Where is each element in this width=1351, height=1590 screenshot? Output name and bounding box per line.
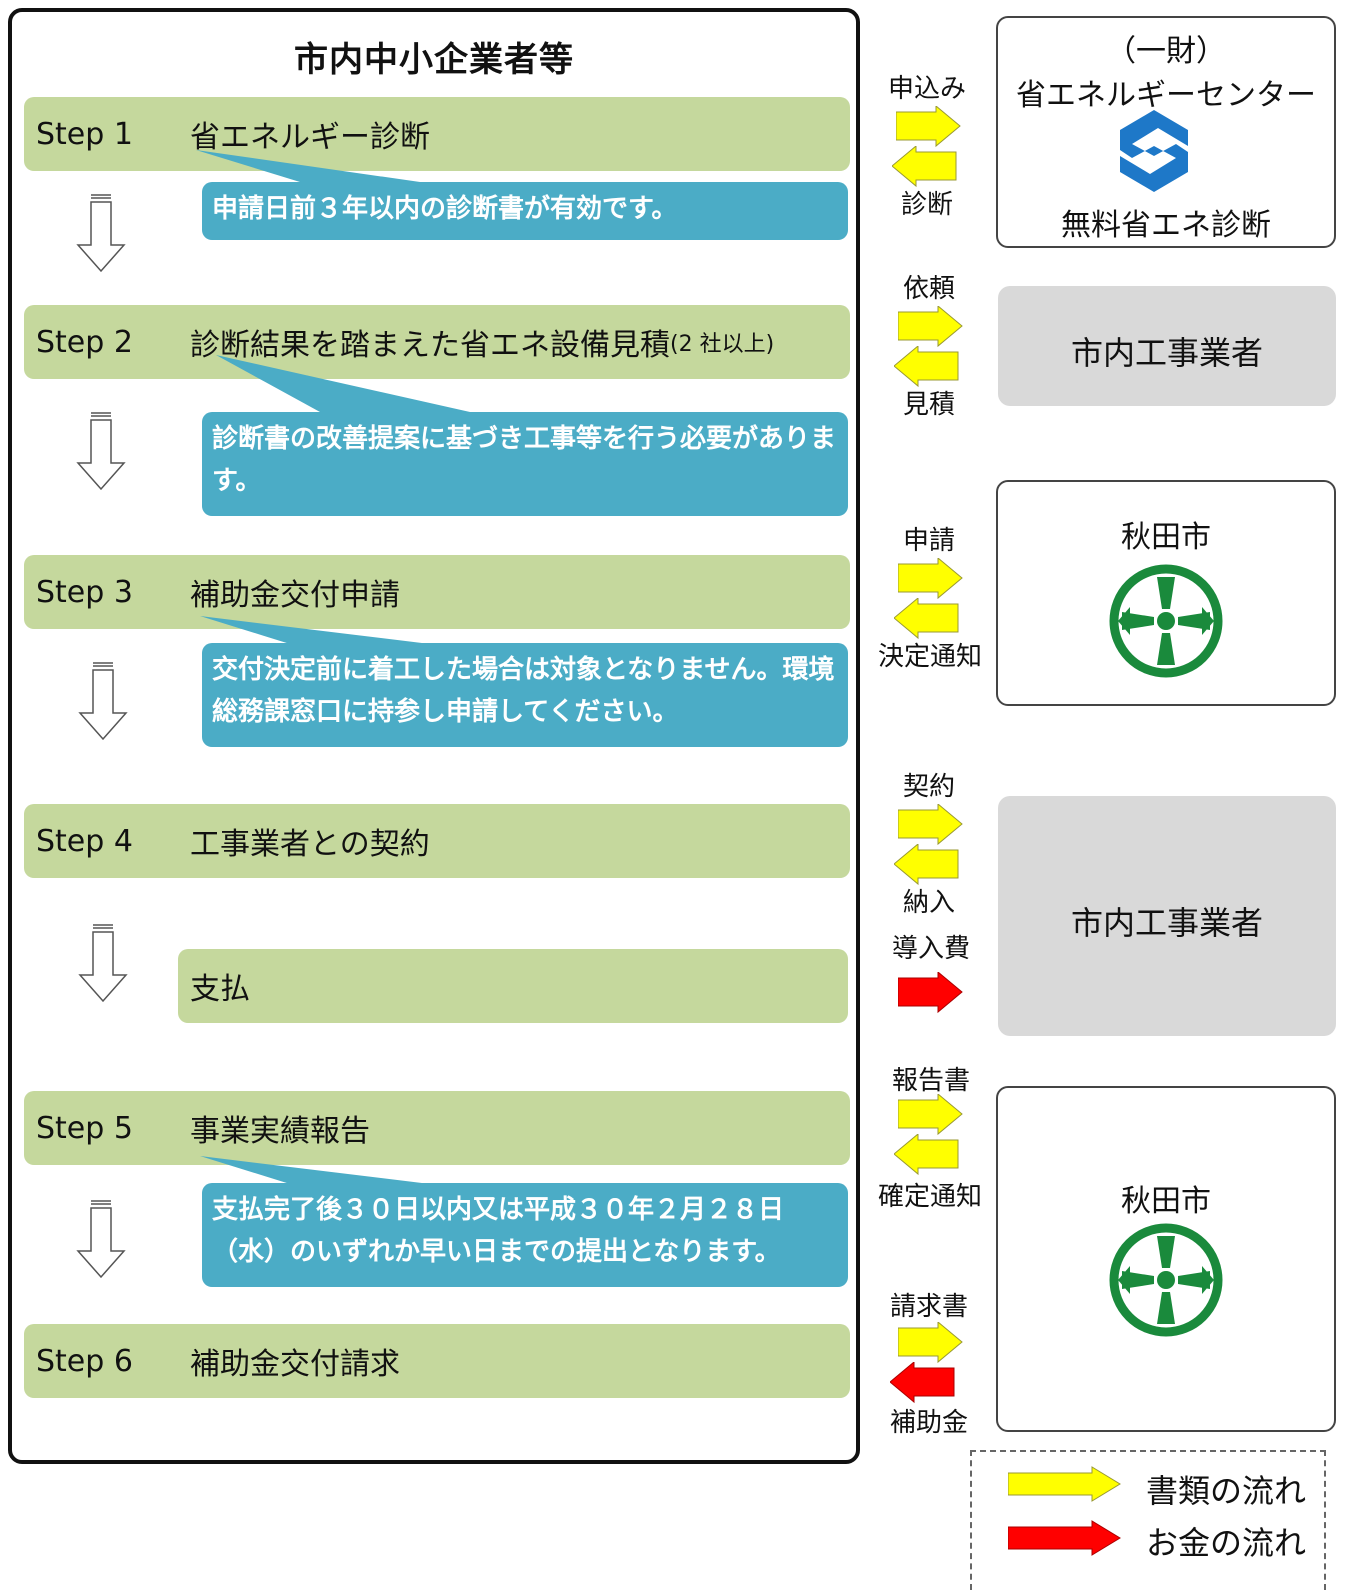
flow-7-money-left-arrow [890, 1362, 955, 1403]
step-5-note: 支払完了後３０日以内又は平成３０年２月２８日（水）のいずれか早い日までの提出とな… [202, 1183, 848, 1287]
flow-2-top-label: 依頼 [902, 274, 955, 304]
flow-7-bottom-label: 補助金 [889, 1408, 968, 1438]
step-4-bar: Step 4 工事業者との契約 [24, 804, 850, 878]
flow-4-right-arrow [898, 804, 963, 845]
step-1-text: 省エネルギー診断 [190, 120, 430, 155]
contractor-1-label: 市内工事業者 [1070, 334, 1263, 372]
down-arrow-5 [77, 1200, 125, 1278]
step-1-callout-tail [196, 150, 420, 182]
flow-3-top-label: 申請 [902, 526, 955, 556]
flow-7-top-label: 請求書 [889, 1292, 968, 1322]
legend-money-arrow [1008, 1520, 1121, 1556]
legend-documents-label: 書類の流れ [1146, 1472, 1307, 1510]
step-5-label: Step 5 [36, 1110, 133, 1146]
step-2-callout-tail [216, 355, 470, 412]
akita-city-emblem-icon [1108, 1222, 1224, 1338]
flow-1-bottom-label: 診断 [900, 190, 953, 220]
main-flow-frame [8, 8, 860, 1464]
step-2-label: Step 2 [36, 324, 133, 360]
flow-6-top-label: 報告書 [891, 1066, 970, 1096]
energy-center-line2: 省エネルギーセンター [1016, 78, 1316, 113]
flow-1-left-arrow [892, 146, 957, 187]
flow-2-bottom-label: 見積 [902, 390, 955, 420]
payment-bar: 支払 [178, 949, 848, 1023]
step-6-label: Step 6 [36, 1343, 133, 1379]
contractor-2-label: 市内工事業者 [1070, 904, 1263, 942]
flow-6-bottom-label: 確定通知 [877, 1182, 982, 1212]
step-2-bar: Step 2 診断結果を踏まえた省エネ設備見積(2 社以上) [24, 305, 850, 379]
flow-2-left-arrow [894, 346, 959, 387]
energy-center-logo-icon [1120, 110, 1188, 192]
step-3-bar: Step 3 補助金交付申請 [24, 555, 850, 629]
step-1-bar: Step 1 省エネルギー診断 [24, 97, 850, 171]
flow-6-right-arrow [898, 1094, 963, 1135]
step-6-text: 補助金交付請求 [190, 1347, 400, 1382]
flow-4-left-arrow [894, 844, 959, 885]
step-4-label: Step 4 [36, 823, 133, 859]
legend-document-arrow [1008, 1466, 1121, 1502]
step-6-bar: Step 6 補助金交付請求 [24, 1324, 850, 1398]
flow-3-left-arrow [894, 598, 959, 639]
step-5-text: 事業実績報告 [190, 1114, 370, 1149]
flow-2-right-arrow [898, 306, 963, 347]
step-3-label: Step 3 [36, 574, 133, 610]
energy-center-line3: 無料省エネ診断 [1061, 208, 1271, 243]
step-3-note: 交付決定前に着工した場合は対象となりません。環境総務課窓口に持参し申請してくださ… [202, 643, 848, 747]
step-2-suffix: (2 社以上) [670, 332, 775, 357]
contractor-box-2 [998, 796, 1336, 1036]
flow-6-left-arrow [894, 1134, 959, 1175]
step-5-bar: Step 5 事業実績報告 [24, 1091, 850, 1165]
akita-city-2-label: 秋田市 [1121, 1184, 1211, 1219]
step-4-text: 工事業者との契約 [190, 827, 430, 862]
energy-center-line1: （一財） [1106, 34, 1226, 69]
flow-7-right-arrow [898, 1322, 963, 1363]
step-3-text: 補助金交付申請 [190, 578, 400, 613]
flow-4-bottom-label: 納入 [902, 888, 955, 918]
step-5-callout-tail [200, 1156, 430, 1184]
legend [970, 1450, 1326, 1590]
step-1-label: Step 1 [36, 116, 133, 152]
payment-text: 支払 [190, 972, 250, 1007]
flow-1-right-arrow [896, 106, 961, 147]
contractor-box-1 [998, 286, 1336, 406]
flow-5-label: 導入費 [891, 934, 970, 964]
flow-3-bottom-label: 決定通知 [877, 642, 982, 672]
step-2-text: 診断結果を踏まえた省エネ設備見積 [190, 328, 670, 363]
step-2-note: 診断書の改善提案に基づき工事等を行う必要があります。 [202, 412, 848, 516]
step-1-note: 申請日前３年以内の診断書が有効です。 [202, 182, 848, 240]
flow-3-right-arrow [898, 558, 963, 599]
akita-city-emblem-icon [1108, 563, 1224, 679]
step-3-callout-tail [200, 616, 430, 644]
akita-city-1-label: 秋田市 [1121, 520, 1211, 555]
flow-1-top-label: 申込み [887, 74, 966, 104]
flow-5-money-arrow [898, 972, 963, 1013]
main-title: 市内中小企業者等 [294, 40, 574, 80]
legend-money-label: お金の流れ [1146, 1524, 1307, 1562]
flow-4-top-label: 契約 [902, 772, 955, 802]
